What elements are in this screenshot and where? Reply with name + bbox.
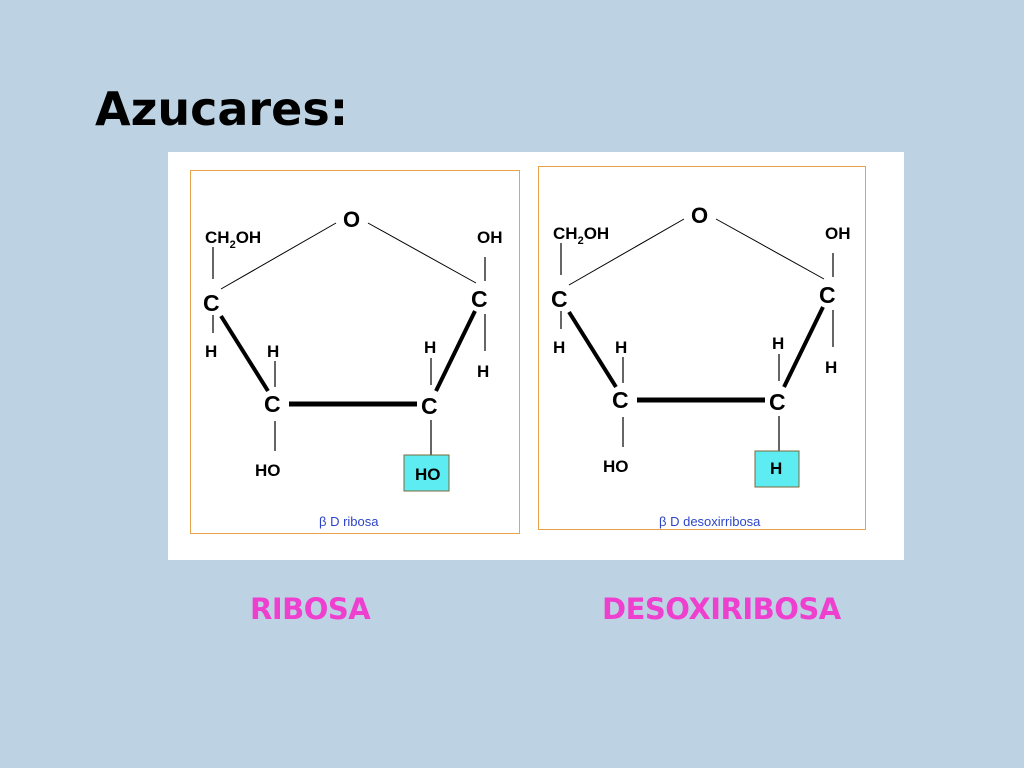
deoxyribose-caption: β D desoxirribosa bbox=[659, 514, 761, 529]
carbon-1: C bbox=[819, 282, 836, 308]
bond-c4-o bbox=[568, 218, 685, 286]
c2-hydrogen: H bbox=[424, 338, 436, 357]
c2-hydrogen: H bbox=[772, 334, 784, 353]
c3-hydrogen: H bbox=[267, 342, 279, 361]
bond-c2-c1 bbox=[434, 310, 477, 392]
c1-hydrogen: H bbox=[477, 362, 489, 381]
ring-oxygen: O bbox=[343, 207, 360, 232]
bond-o-c1 bbox=[367, 222, 477, 284]
c2-substituent: HO bbox=[415, 465, 441, 484]
bond-c4-c3 bbox=[567, 310, 618, 389]
c1-hydroxyl: OH bbox=[477, 228, 503, 247]
carbon-3: C bbox=[612, 387, 629, 413]
c3-hydrogen: H bbox=[615, 338, 627, 357]
ribose-structure: O CH2OH C H H C HO H C HO OH C H β D rib… bbox=[203, 207, 503, 529]
highlight-box bbox=[754, 450, 800, 488]
carbon-4: C bbox=[203, 290, 220, 316]
carbon-2: C bbox=[421, 393, 438, 419]
ch2oh-label: CH2OH bbox=[553, 224, 609, 247]
bond-c4-o bbox=[220, 222, 337, 290]
ch2oh-label: CH2OH bbox=[205, 228, 261, 251]
carbon-1: C bbox=[471, 286, 488, 312]
carbon-3: C bbox=[264, 391, 281, 417]
highlight-box bbox=[403, 454, 450, 492]
deoxyribose-diagram: O CH2OH C H H C HO H C H OH C H β D deso… bbox=[538, 166, 866, 530]
carbon-4: C bbox=[551, 286, 568, 312]
diagrams-panel: O CH2OH C H H C HO H C HO OH C H β D rib… bbox=[168, 152, 904, 560]
bond-c4-c3 bbox=[219, 314, 270, 393]
ribose-diagram: O CH2OH C H H C HO H C HO OH C H β D rib… bbox=[190, 170, 520, 534]
deoxyribose-structure: O CH2OH C H H C HO H C H OH C H β D deso… bbox=[551, 203, 851, 529]
c4-hydrogen: H bbox=[553, 338, 565, 357]
c3-hydroxyl: HO bbox=[255, 461, 281, 480]
c1-hydrogen: H bbox=[825, 358, 837, 377]
bond-o-c1 bbox=[715, 218, 825, 280]
c1-hydroxyl: OH bbox=[825, 224, 851, 243]
c3-hydroxyl: HO bbox=[603, 457, 629, 476]
bond-c2-c1 bbox=[782, 306, 825, 388]
deoxyribose-label: DESOXIRIBOSA bbox=[602, 592, 841, 626]
ribose-caption: β D ribosa bbox=[319, 514, 379, 529]
ribose-label: RIBOSA bbox=[250, 592, 371, 626]
slide-title: Azucares: bbox=[95, 82, 349, 136]
c2-substituent: H bbox=[770, 459, 782, 478]
carbon-2: C bbox=[769, 389, 786, 415]
c4-hydrogen: H bbox=[205, 342, 217, 361]
ring-oxygen: O bbox=[691, 203, 708, 228]
